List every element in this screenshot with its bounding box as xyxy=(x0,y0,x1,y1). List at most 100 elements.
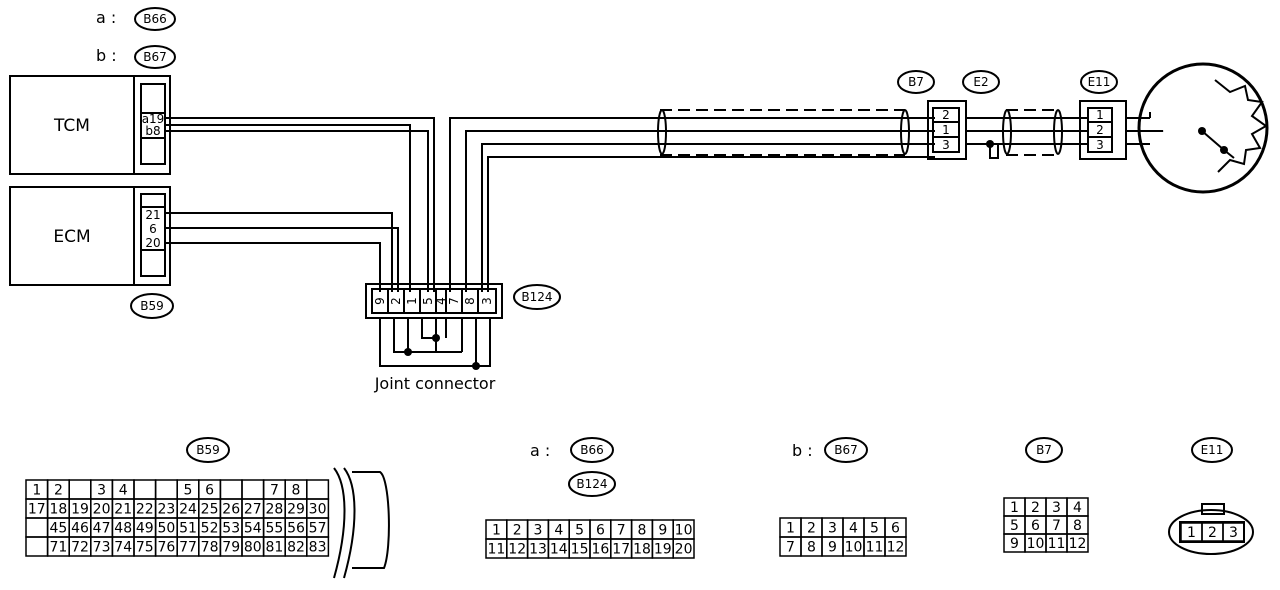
b59-face-pin-29: 29 xyxy=(287,502,305,518)
e11-badge-label: E11 xyxy=(1088,75,1111,89)
b67-face-pin-3: 3 xyxy=(828,521,837,537)
b59-face-pin-80: 80 xyxy=(244,540,262,556)
b66-face-cell xyxy=(672,538,695,559)
b66-face-pin-17: 17 xyxy=(612,542,630,558)
b7-e11-wires xyxy=(966,109,1088,159)
joint-pin-7: 7 xyxy=(447,297,461,305)
b67-face-pin-12: 12 xyxy=(887,540,905,556)
b67-face-pin-1: 1 xyxy=(786,521,795,537)
b67-face-pin-2: 2 xyxy=(807,521,816,537)
ecm-pin-6: 6 xyxy=(149,222,157,236)
b59-face-pin-3: 3 xyxy=(97,483,106,499)
b67-face-prefix: b : xyxy=(792,441,813,460)
b59-face-title: B59 xyxy=(196,443,220,457)
b59-face-pin-47: 47 xyxy=(93,521,111,537)
b67-face-pin-7: 7 xyxy=(786,540,795,556)
b7-face-pin-1: 1 xyxy=(1010,500,1019,516)
b7-badge-label: B7 xyxy=(908,75,924,89)
b66-face-pin-6: 6 xyxy=(596,523,605,539)
b66-face-pin-11: 11 xyxy=(487,542,505,558)
b66-face-badge xyxy=(570,437,614,463)
b67-badge xyxy=(134,45,176,69)
b59-face-pin-22: 22 xyxy=(136,502,154,518)
b59-face-pin-53: 53 xyxy=(222,521,240,537)
b66-face-pin-5: 5 xyxy=(575,523,584,539)
b7-face-pin-3: 3 xyxy=(1052,500,1061,516)
e2-badge-label: E2 xyxy=(973,75,988,89)
b66-face-pin-20: 20 xyxy=(675,542,693,558)
b66-face-pin-8: 8 xyxy=(638,523,647,539)
b67-badge-label: B67 xyxy=(143,50,167,64)
b59-face-pin-77: 77 xyxy=(179,540,197,556)
b59-face-pin-72: 72 xyxy=(71,540,89,556)
b59-face-pin-8: 8 xyxy=(292,483,301,499)
b59-face-pin-28: 28 xyxy=(265,502,283,518)
b66-face-pin-4: 4 xyxy=(554,523,563,539)
joint-pins: 9 2 1 5 4 7 8 3 xyxy=(373,289,494,313)
b66-face-pin-14: 14 xyxy=(550,542,568,558)
tcm-pin-a19: a19 xyxy=(142,112,165,126)
sensor-wires xyxy=(449,117,935,292)
b67-face-pin-4: 4 xyxy=(849,521,858,537)
e11-pin-2: 2 xyxy=(1096,123,1104,137)
b7-face-pin-11: 11 xyxy=(1048,536,1066,552)
b67-face-pin-5: 5 xyxy=(870,521,879,537)
b67-face-pin-11: 11 xyxy=(866,540,884,556)
b59-face-pin-57: 57 xyxy=(309,521,327,537)
b59-face-cell xyxy=(133,479,157,500)
b124-badge-label: B124 xyxy=(521,290,552,304)
b-prefix: b : xyxy=(96,46,117,65)
b59-face-cell xyxy=(68,479,92,500)
joint-bus xyxy=(379,318,491,370)
e11-face-badge xyxy=(1191,437,1233,463)
b7-face-pin-9: 9 xyxy=(1010,536,1019,552)
e11-face-title: E11 xyxy=(1201,443,1224,457)
b7-face-pin-12: 12 xyxy=(1069,536,1087,552)
b59-face-pin-1: 1 xyxy=(32,483,41,499)
b59-face-pin-17: 17 xyxy=(28,502,46,518)
b66-face-pin-10: 10 xyxy=(675,523,693,539)
ecm-wires xyxy=(165,212,399,292)
b59-face-pin-51: 51 xyxy=(179,521,197,537)
e11-pin-3: 3 xyxy=(1096,138,1104,152)
b59-face-pin-27: 27 xyxy=(244,502,262,518)
b59-face-pin-25: 25 xyxy=(201,502,219,518)
b59-face-pin-50: 50 xyxy=(157,521,175,537)
b7-face-pin-10: 10 xyxy=(1027,536,1045,552)
shield-b124-b7 xyxy=(657,109,910,156)
b7-face-pin-2: 2 xyxy=(1031,500,1040,516)
ecm-connector-body xyxy=(140,193,166,277)
b7-face-pin-8: 8 xyxy=(1073,518,1082,534)
e11-pin-1: 1 xyxy=(1096,108,1104,122)
b59-face-pin-82: 82 xyxy=(287,540,305,556)
b59-badge-label: B59 xyxy=(140,299,164,313)
ecm-label: ECM xyxy=(53,227,90,247)
b66-face-pin-12: 12 xyxy=(508,542,526,558)
b66-face-pin-2: 2 xyxy=(513,523,522,539)
b59-face-pin-46: 46 xyxy=(71,521,89,537)
b59-harness xyxy=(333,467,390,579)
joint-connector-b124 xyxy=(365,283,503,319)
b59-face-pin-79: 79 xyxy=(222,540,240,556)
b59-face-pin-30: 30 xyxy=(309,502,327,518)
b66-face-pin-19: 19 xyxy=(654,542,672,558)
tcm-wires xyxy=(165,117,435,292)
sensor-symbol xyxy=(1126,62,1269,194)
b59-face-pin-52: 52 xyxy=(201,521,219,537)
b7-pin-3: 3 xyxy=(942,138,950,152)
e2-badge xyxy=(962,70,1000,94)
joint-pin-5: 5 xyxy=(421,297,435,305)
tcm-label: TCM xyxy=(53,116,90,136)
b7-face-title: B7 xyxy=(1036,443,1052,457)
b59-face-pin-5: 5 xyxy=(184,483,193,499)
b124-badge xyxy=(513,284,561,310)
b59-face-pin-21: 21 xyxy=(114,502,132,518)
b7-badge xyxy=(897,70,935,94)
b59-face-pin-73: 73 xyxy=(93,540,111,556)
b67-face-pin-9: 9 xyxy=(828,540,837,556)
